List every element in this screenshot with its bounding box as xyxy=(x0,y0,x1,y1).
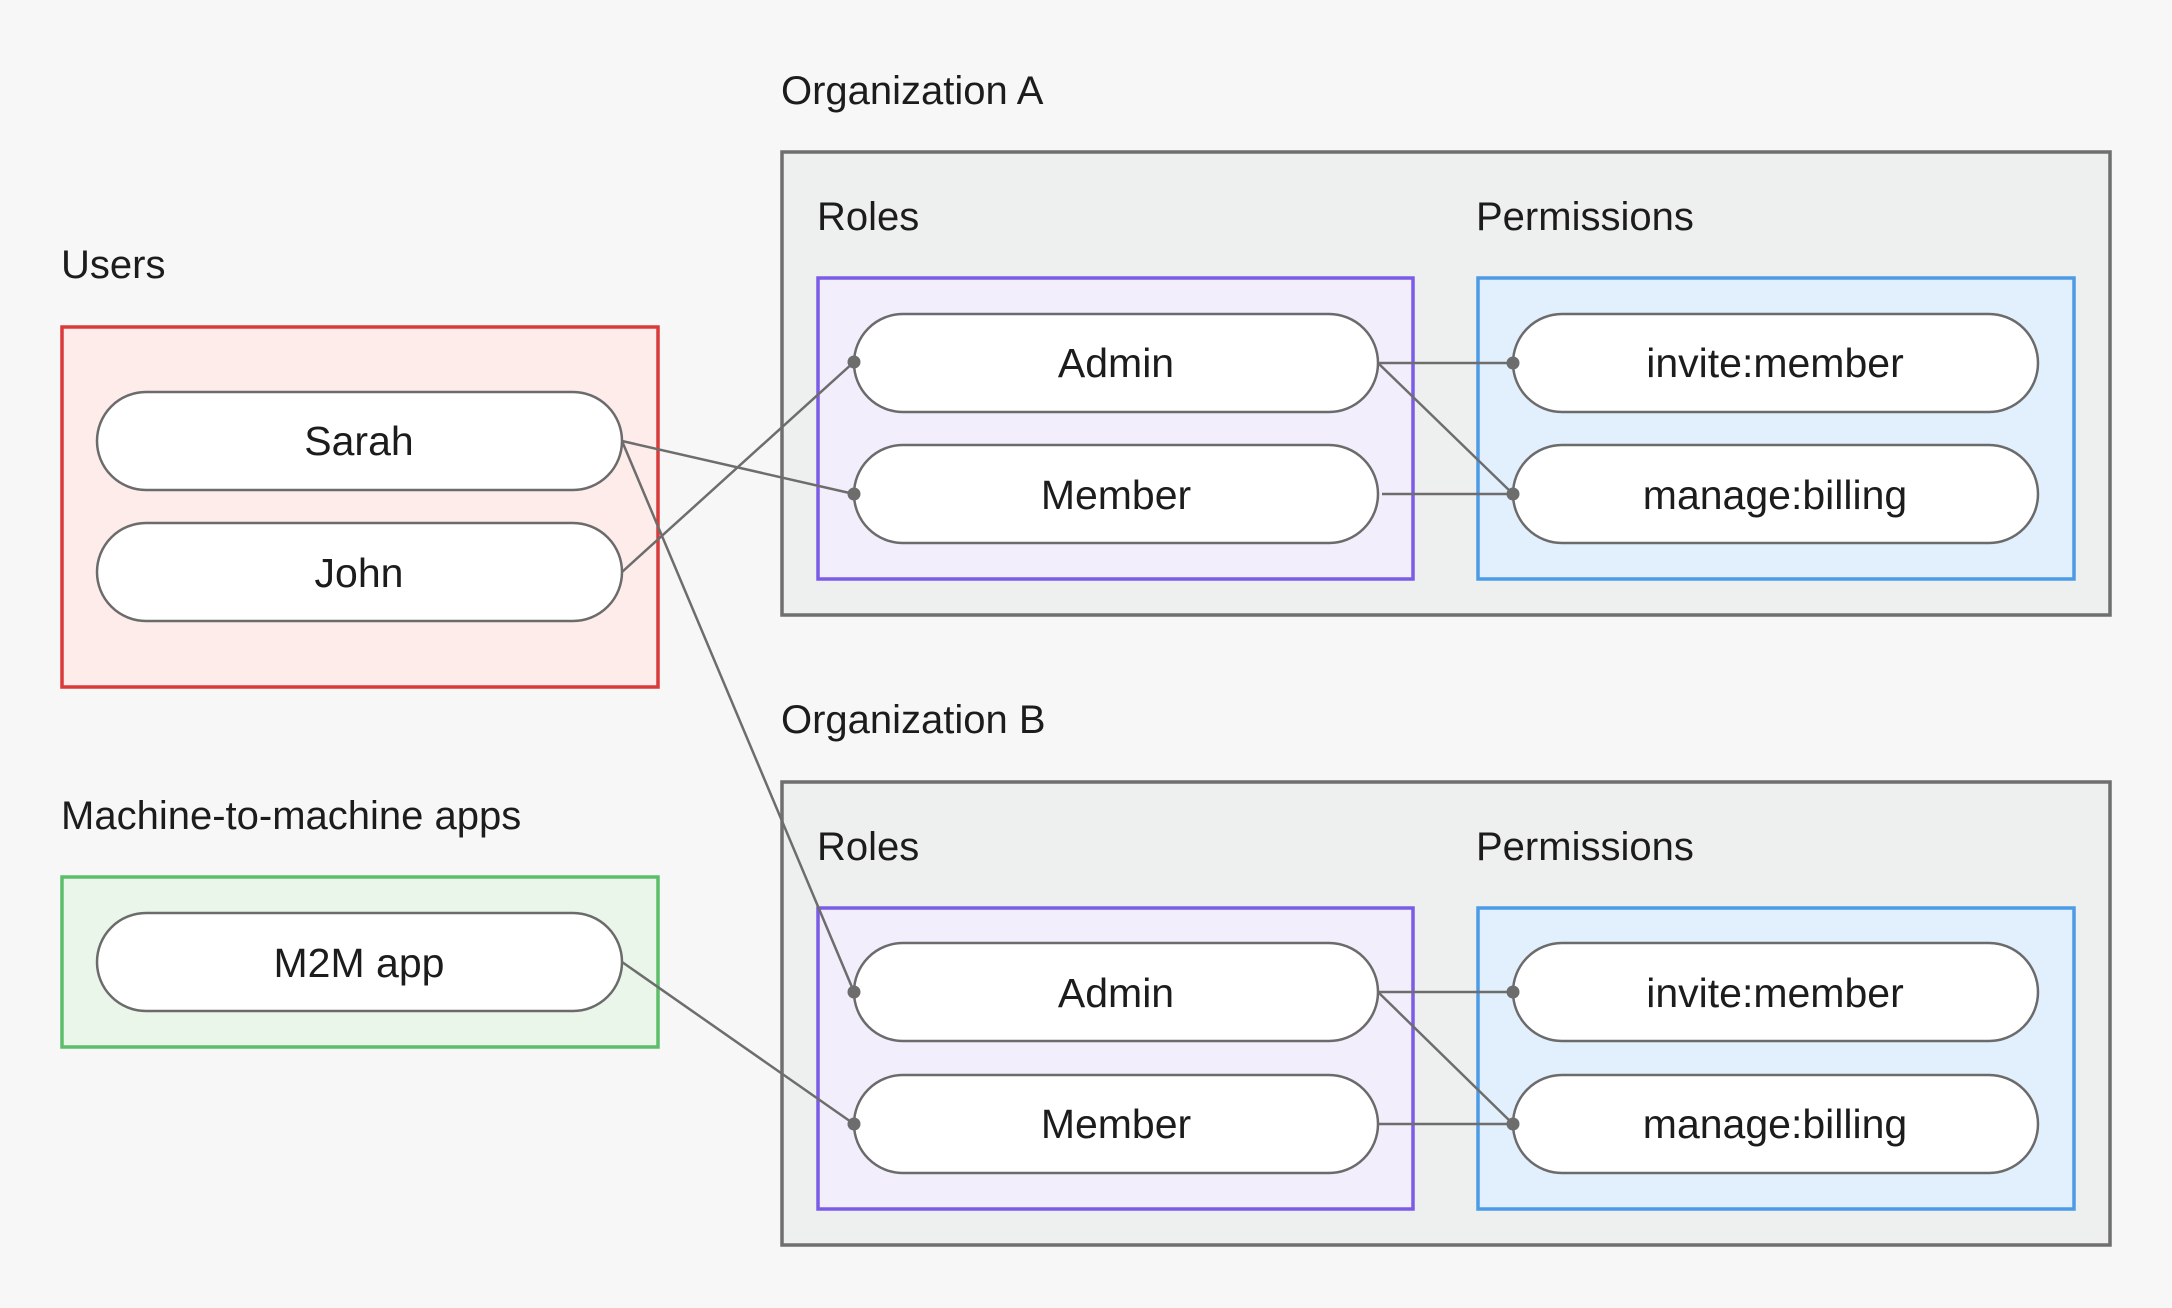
connector-org-b-admin-to-manage-billing xyxy=(1377,991,1514,1125)
organization-b-role-member[interactable]: Member xyxy=(852,1073,1380,1175)
m2m-title: Machine-to-machine apps xyxy=(61,794,521,838)
role-label: Member xyxy=(1041,472,1191,518)
user-label: John xyxy=(315,550,404,596)
organization-a-roles-title: Roles xyxy=(817,195,919,239)
organization-a-permission-invite-member[interactable]: invite:member xyxy=(1511,312,2040,414)
connector-dot xyxy=(847,355,861,369)
role-label: Admin xyxy=(1058,340,1174,386)
role-label: Member xyxy=(1041,1101,1191,1147)
connector-dot xyxy=(1506,356,1520,370)
users-box xyxy=(60,325,660,689)
connector-dot xyxy=(1506,1117,1520,1131)
permission-label: manage:billing xyxy=(1643,1101,1907,1147)
connector-dot xyxy=(847,985,861,999)
connector-m2m-to-org-b-member xyxy=(621,960,855,1126)
connector-dot xyxy=(1506,487,1520,501)
connector-org-a-admin-to-manage-billing xyxy=(1377,362,1514,495)
organization-a-title: Organization A xyxy=(781,69,1044,113)
user-sarah[interactable]: Sarah xyxy=(95,390,624,492)
organization-a-permission-manage-billing[interactable]: manage:billing xyxy=(1511,443,2040,545)
organization-b-title: Organization B xyxy=(781,698,1046,742)
m2m-app-label: M2M app xyxy=(274,940,445,986)
connector-dot xyxy=(1506,985,1520,999)
organization-b: Organization B Roles Permissions Admin M… xyxy=(780,698,2112,1247)
role-label: Admin xyxy=(1058,970,1174,1016)
permission-label: manage:billing xyxy=(1643,472,1907,518)
organization-a-permissions-title: Permissions xyxy=(1476,195,1694,239)
organization-b-roles-title: Roles xyxy=(817,825,919,869)
organization-b-permission-invite-member[interactable]: invite:member xyxy=(1511,941,2040,1043)
user-label: Sarah xyxy=(304,418,413,464)
connector-dot xyxy=(847,487,861,501)
organization-b-permissions-title: Permissions xyxy=(1476,825,1694,869)
permission-label: invite:member xyxy=(1646,340,1903,386)
users-title: Users xyxy=(61,243,165,287)
connector-sarah-to-org-b-admin xyxy=(620,440,856,993)
organization-a: Organization A Roles Permissions Admin M… xyxy=(780,69,2112,617)
user-john[interactable]: John xyxy=(95,521,624,623)
m2m-app[interactable]: M2M app xyxy=(95,911,624,1013)
organization-b-permission-manage-billing[interactable]: manage:billing xyxy=(1511,1073,2040,1175)
m2m-group: Machine-to-machine apps M2M app xyxy=(60,794,660,1049)
connectors xyxy=(620,355,1520,1131)
permission-label: invite:member xyxy=(1646,970,1903,1016)
organization-b-role-admin[interactable]: Admin xyxy=(852,941,1380,1043)
organization-a-role-member[interactable]: Member xyxy=(852,443,1380,545)
organization-a-role-admin[interactable]: Admin xyxy=(852,312,1380,414)
connector-dot xyxy=(847,1117,861,1131)
users-group: Users Sarah John xyxy=(60,243,660,689)
connector-john-to-org-a-admin xyxy=(621,361,855,573)
